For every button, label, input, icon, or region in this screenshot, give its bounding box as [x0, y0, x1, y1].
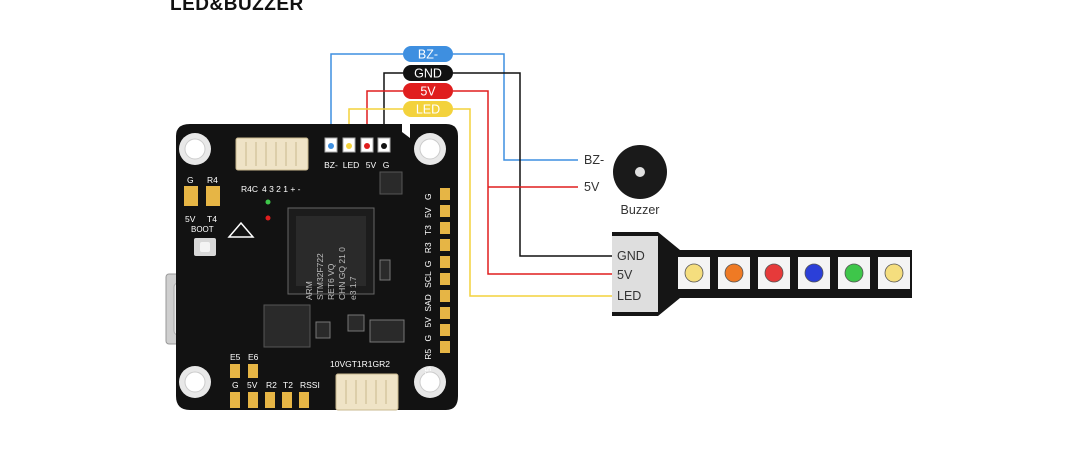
led-light	[844, 263, 864, 283]
right-pads	[440, 188, 450, 353]
pad-5v-left: 5V	[185, 214, 196, 224]
flash-chip	[263, 304, 311, 348]
led-light	[804, 263, 824, 283]
right-pad-labels: T5 R5 G 5V SAD SCL G R3 T3 5V G	[423, 193, 433, 377]
chip-line-2: STM32F722	[315, 253, 325, 300]
pad-label-led: LED	[343, 160, 360, 170]
bottom-pads	[230, 392, 309, 408]
pad-bottom-r2: R2	[266, 380, 277, 390]
pad-e5: E5	[230, 352, 241, 362]
connector-labels: BZ- GND 5V LED	[403, 46, 453, 117]
pad-e6: E6	[248, 352, 259, 362]
pad-g-top: G	[187, 175, 194, 185]
buzzer-bz-label: BZ-	[584, 153, 604, 167]
led-strip-connector	[612, 236, 658, 312]
pad-r4: R4	[207, 175, 218, 185]
pad-label-g: G	[383, 160, 390, 170]
mounting-holes	[179, 133, 446, 398]
wire-gnd	[383, 72, 612, 257]
chip-line-3: RET6 VQ	[326, 263, 336, 300]
led-led-label: LED	[617, 289, 641, 303]
r4c-label: R4C	[241, 184, 258, 194]
pad-bottom-5v: 5V	[247, 380, 258, 390]
bottom-connector	[335, 373, 399, 411]
buzzer-5v-label: 5V	[584, 180, 600, 194]
chip-line-1: ARM	[304, 281, 314, 300]
led-strip: GND 5V LED	[612, 232, 912, 316]
led-5v-label: 5V	[617, 268, 633, 282]
pad-label-5v: 5V	[366, 160, 377, 170]
pill-bz	[403, 46, 453, 62]
left-pads	[184, 186, 220, 206]
page-title: LED&BUZZER	[170, 0, 304, 15]
buzzer-label: Buzzer	[621, 203, 660, 217]
pill-gnd-label: GND	[414, 67, 442, 81]
pill-led	[403, 101, 453, 117]
pill-led-label: LED	[416, 103, 440, 117]
pill-5v	[403, 83, 453, 99]
flight-controller-board: BZ- LED 5V G G R4 5V T4 BOOT R4C 4 3 2 1…	[165, 124, 458, 411]
led-light	[764, 263, 784, 283]
pad-bottom-rssi: RSSI	[300, 380, 320, 390]
r4c-pins: 4 3 2 1 + -	[262, 184, 301, 194]
header-pads	[324, 137, 391, 153]
led-light	[724, 263, 744, 283]
pill-bz-label: BZ-	[418, 48, 438, 62]
wire-bz	[330, 53, 578, 161]
pad-label-bz: BZ-	[324, 160, 338, 170]
bottom-connector-label: 10VGT1R1GR2	[330, 359, 390, 369]
pad-bottom-g: G	[232, 380, 239, 390]
pad-t4: T4	[207, 214, 217, 224]
led-light	[684, 263, 704, 283]
led-light	[884, 263, 904, 283]
pill-5v-label: 5V	[420, 85, 436, 99]
top-connector	[235, 137, 309, 171]
pill-gnd	[403, 65, 453, 81]
boot-label: BOOT	[191, 225, 214, 234]
pad-bottom-t2: T2	[283, 380, 293, 390]
led-gnd-label: GND	[617, 249, 645, 263]
orientation-marker	[227, 221, 255, 238]
wire-5v	[366, 90, 612, 275]
led-cells	[678, 257, 910, 289]
chip-line-5: e3 1.7	[348, 276, 358, 300]
chip-line-4: CHN GQ 21 0	[337, 247, 347, 300]
buzzer: BZ- 5V Buzzer	[584, 145, 667, 217]
bottom-left-pads	[230, 364, 258, 378]
